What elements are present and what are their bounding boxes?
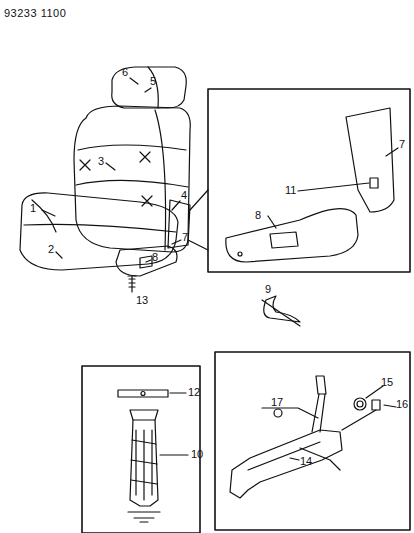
callout-number: 7 (182, 232, 188, 243)
callout-number: 3 (98, 156, 104, 167)
callout-number: 7 (399, 139, 405, 150)
callout-number: 15 (381, 377, 393, 388)
callout-number: 13 (136, 295, 148, 306)
callout-number: 1 (30, 203, 36, 214)
figure-number: 93233 1100 (4, 8, 66, 19)
callout-number: 9 (265, 284, 271, 295)
callout-number: 11 (285, 185, 296, 196)
callout-number: 2 (48, 244, 54, 255)
callout-number: 10 (191, 449, 203, 460)
callout-number: 8 (255, 210, 261, 221)
callout-number: 12 (188, 387, 200, 398)
callout-number: 16 (396, 399, 408, 410)
callout-number: 4 (181, 190, 187, 201)
callout-number: 8 (152, 252, 158, 263)
callout-number: 17 (271, 397, 283, 408)
callout-number: 14 (300, 456, 312, 467)
callout-number: 5 (150, 76, 156, 87)
callout-number: 6 (122, 67, 128, 78)
